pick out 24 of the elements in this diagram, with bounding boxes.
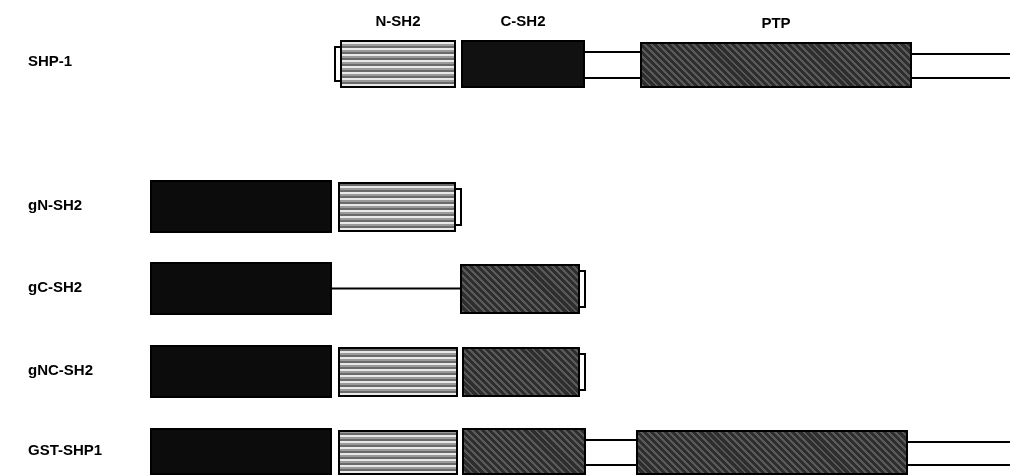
construct-label: gC-SH2 bbox=[28, 278, 83, 295]
linker-line bbox=[585, 439, 637, 466]
tag-domain-box bbox=[150, 428, 332, 475]
domain-box bbox=[462, 428, 586, 475]
tag-domain-box bbox=[150, 262, 332, 315]
linker-line bbox=[907, 441, 1010, 466]
construct-label: GST-SHP1 bbox=[28, 441, 103, 458]
construct-label: gNC-SH2 bbox=[28, 361, 93, 378]
linker-line bbox=[911, 53, 1010, 79]
sh2-domain-box bbox=[338, 182, 456, 232]
tag-domain-box bbox=[150, 180, 332, 233]
domain-box bbox=[460, 264, 580, 314]
sh2-domain-box bbox=[338, 430, 458, 475]
domain-label: PTP bbox=[760, 14, 792, 31]
domain-label: C-SH2 bbox=[499, 12, 547, 29]
construct-label: SHP-1 bbox=[28, 52, 73, 69]
domain-label: N-SH2 bbox=[374, 12, 422, 29]
domain-box bbox=[636, 430, 908, 475]
linker-line bbox=[331, 287, 461, 290]
construct-label: gN-SH2 bbox=[28, 196, 83, 213]
domain-box bbox=[462, 347, 580, 397]
linker-line bbox=[584, 51, 641, 79]
sh2-domain-box bbox=[338, 347, 458, 397]
tag-domain-box bbox=[150, 345, 332, 398]
